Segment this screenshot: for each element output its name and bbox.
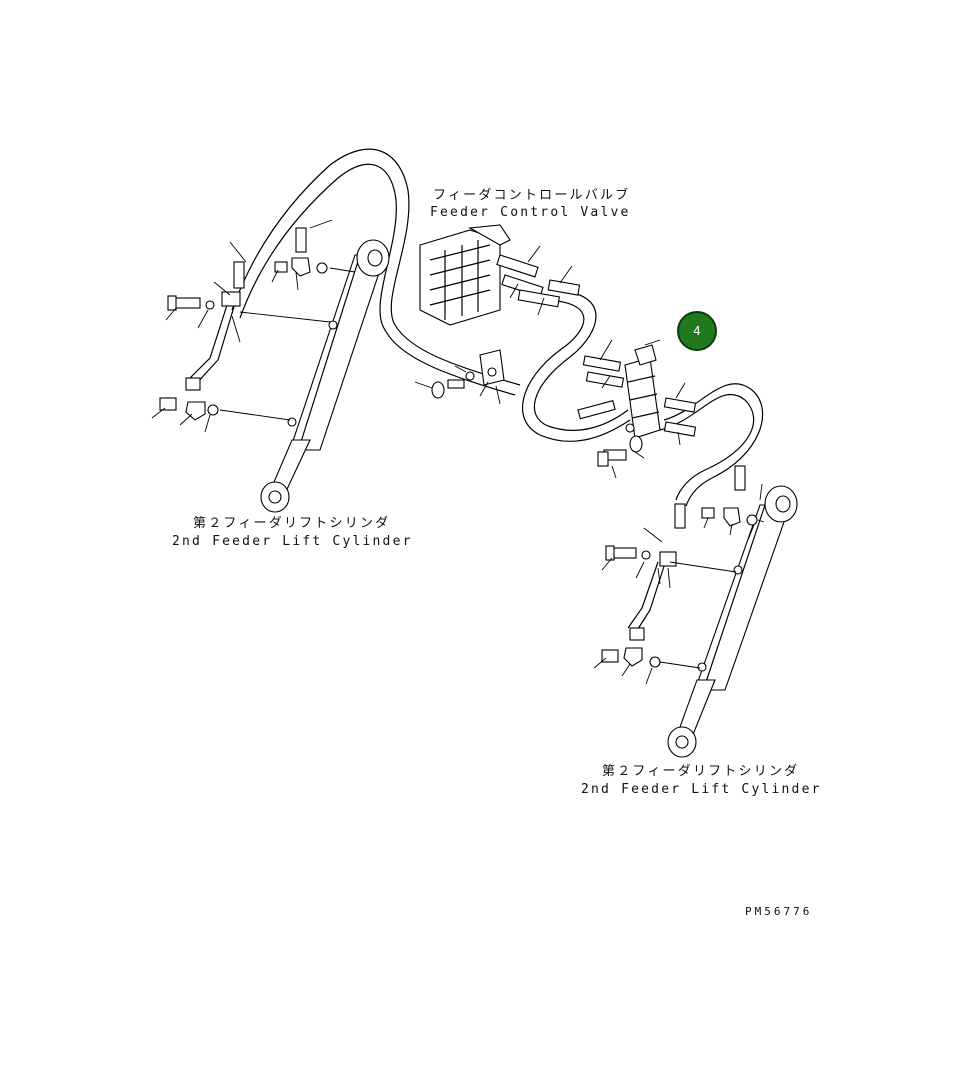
- hose-left-loop: [231, 148, 521, 396]
- callout-4-badge[interactable]: 4: [677, 311, 717, 351]
- left-leader-lines: [151, 219, 333, 433]
- left-cylinder-label-en: 2nd Feeder Lift Cylinder: [172, 534, 413, 549]
- right-cylinder-label-jp: 第２フィーダリフトシリンダ: [602, 764, 800, 779]
- hose-manifold-right: [659, 383, 764, 507]
- hose-clamp: [414, 349, 505, 405]
- drawing-number: PM56776: [745, 905, 813, 918]
- right-lift-cylinder: [667, 485, 798, 758]
- valve-label-jp: フィーダコントロールバルブ: [433, 188, 631, 203]
- callout-number: 4: [693, 324, 701, 338]
- left-cylinder-label-jp: 第２フィーダリフトシリンダ: [193, 516, 391, 531]
- right-leader-lines: [593, 483, 763, 685]
- left-cylinder-fittings: [159, 227, 356, 421]
- manifold-block: [577, 344, 697, 467]
- feeder-control-valve: [419, 224, 581, 326]
- valve-leader-lines: [509, 245, 573, 316]
- manifold-leader-lines: [599, 339, 686, 479]
- right-cylinder-fittings: [601, 465, 765, 669]
- right-cylinder-label-en: 2nd Feeder Lift Cylinder: [581, 782, 822, 797]
- valve-label-en: Feeder Control Valve: [430, 205, 631, 220]
- left-lift-cylinder: [260, 239, 390, 513]
- hose-valve-manifold: [522, 289, 631, 442]
